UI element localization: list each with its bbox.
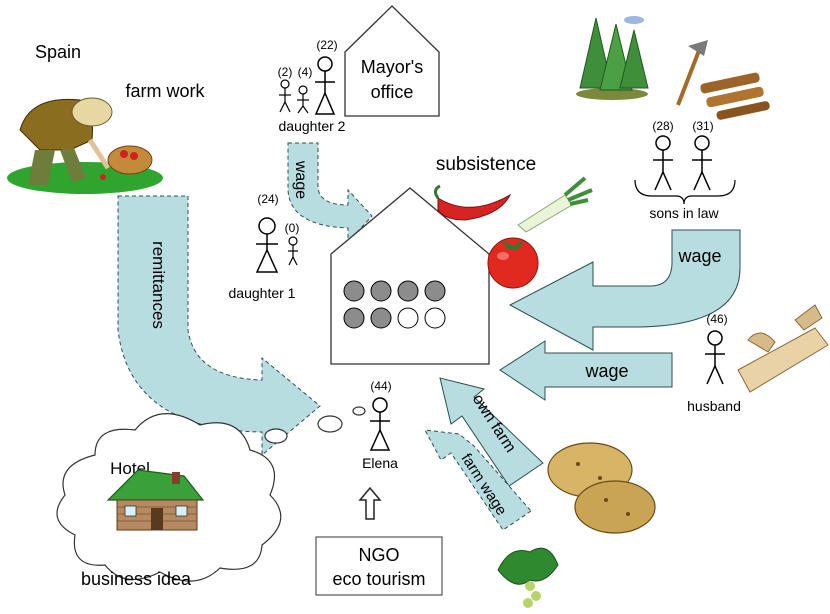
remittances-label: remittances [149, 241, 168, 329]
ngo-arrow [358, 486, 382, 520]
own-farm-arrow [439, 377, 544, 487]
daughter1-figure [255, 217, 279, 273]
daughter2-child2-figure [297, 85, 309, 114]
carpentry-plane-icon [737, 304, 829, 393]
household-member-dot [424, 280, 446, 302]
daughter2-figure [314, 56, 336, 115]
sons-in-law-brace [634, 179, 736, 205]
elena-age: (44) [370, 379, 391, 393]
son-in-law2-age: (31) [692, 119, 713, 133]
axe-and-logs-icon [676, 40, 770, 120]
husband-age: (46) [706, 312, 727, 326]
household-member-dot [397, 280, 419, 302]
household-members [343, 280, 446, 329]
daughter2-age: (22) [316, 38, 337, 52]
household-member-dot [370, 307, 392, 329]
mayors-office-label-line1: Mayor's [361, 57, 423, 77]
daughter1-baby-figure [288, 236, 298, 266]
potatoes-icon [547, 442, 656, 534]
remittances-arrow [117, 195, 321, 457]
household-member-dot [424, 307, 446, 329]
ngo-label-line2: eco tourism [332, 569, 425, 589]
household-member-dot [343, 280, 365, 302]
son-in-law1-age: (28) [652, 119, 673, 133]
household-member-dot [370, 280, 392, 302]
household-member-dot [343, 307, 365, 329]
daughter1-label: daughter 1 [229, 285, 296, 301]
son-in-law2-figure [692, 135, 712, 191]
wage-daughter2-arrow [287, 142, 373, 244]
farm-work-label: farm work [125, 81, 205, 101]
vine-leaves-icon [497, 547, 559, 608]
daughter1-baby-age: (0) [285, 221, 300, 235]
ngo-label-line1: NGO [358, 545, 399, 565]
wage-sons-label: wage [677, 246, 721, 266]
chili-pepper-icon [433, 184, 512, 221]
son-in-law1-figure [653, 135, 673, 191]
tomato-icon [487, 237, 539, 289]
husband-figure [705, 330, 725, 385]
daughter1-age: (24) [257, 192, 278, 206]
hotel-icon [106, 469, 205, 531]
daughter2-child1-figure [279, 79, 291, 113]
farm-wage-arrow [424, 429, 532, 531]
ngo-box [315, 536, 443, 596]
daughter2-label: daughter 2 [279, 118, 346, 134]
wage-husband-label: wage [584, 361, 628, 381]
leek-icon [517, 176, 593, 233]
elena-figure [369, 397, 391, 451]
household-house [330, 187, 490, 365]
business-idea-label: business idea [81, 569, 192, 589]
wage-daughter2-label: wage [292, 160, 309, 199]
wage-husband-arrow [499, 340, 673, 401]
mayors-office-label-line2: office [371, 82, 414, 102]
daughter2-child1-age: (2) [278, 65, 293, 79]
daughter2-child2-age: (4) [298, 65, 313, 79]
household-member-dot [397, 307, 419, 329]
sons-in-law-label: sons in law [649, 205, 719, 221]
elena-label: Elena [362, 455, 398, 471]
wage-sons-arrow [508, 229, 741, 351]
trees-icon [576, 16, 649, 100]
farmer-icon [7, 97, 163, 194]
spain-label: Spain [35, 42, 81, 62]
husband-label: husband [687, 398, 741, 414]
subsistence-label: subsistence [436, 154, 536, 175]
mayors-office-building [344, 5, 440, 117]
